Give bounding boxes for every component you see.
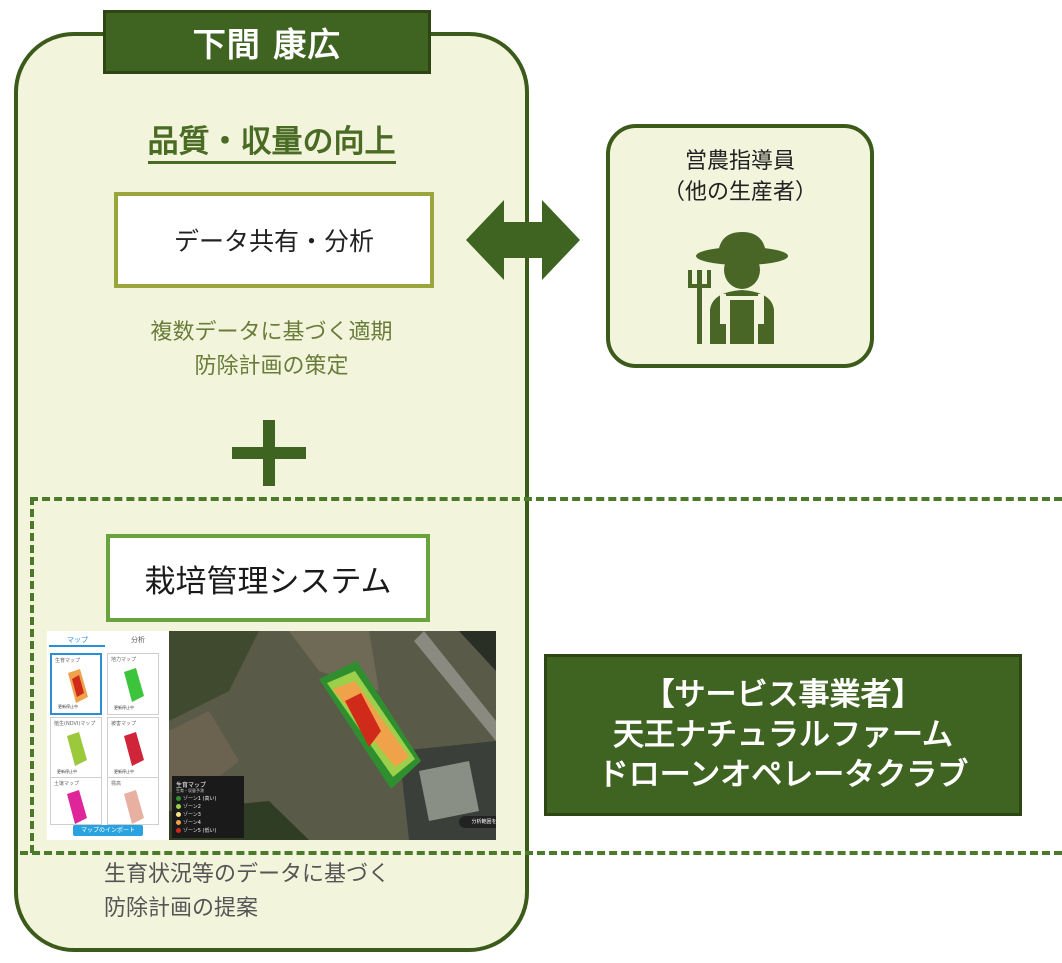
dashed-frame-left (30, 497, 34, 853)
map-card[interactable]: 植生(NDVI)マップ 更新停止中 (50, 717, 102, 779)
pest-plan-2-line1: 生育状況等のデータに基づく (104, 862, 391, 887)
card-status: 更新停止中 (58, 704, 78, 709)
card-label: 被害マップ (111, 721, 137, 727)
advisor-line2: （他の生産者） (662, 180, 817, 205)
service-line1: 【サービス事業者】 (643, 677, 923, 713)
tab-map[interactable]: マップ (67, 636, 88, 644)
legend-label: ゾーン3 (183, 812, 201, 818)
pest-plan-text-2: 生育状況等のデータに基づく 防除計画の提案 (104, 858, 504, 926)
card-label: 植生(NDVI)マップ (54, 721, 96, 727)
map-card[interactable]: 被害マップ 更新停止中 (107, 717, 159, 779)
card-status: 更新停止中 (57, 769, 77, 774)
legend-dot (176, 820, 181, 825)
dashed-frame-top (30, 497, 1062, 501)
card-label: 標高 (111, 781, 122, 787)
tab-underline (49, 645, 105, 647)
service-provider-box: 【サービス事業者】 天王ナチュラルファーム ドローンオペレータクラブ (544, 654, 1022, 816)
advisor-line1: 営農指導員 (684, 149, 795, 174)
service-line3: ドローンオペレータクラブ (597, 757, 969, 793)
map-thumbnail (68, 669, 88, 703)
system-box: 栽培管理システム (106, 534, 430, 622)
legend-label: ゾーン5 (低い) (183, 828, 217, 834)
legend-dot (176, 796, 181, 801)
card-label: 地力マップ (111, 657, 137, 663)
map-legend: 生育マップ 生育・収量予測 ゾーン1 (高い) ゾーン2 ゾーン3 ゾーン4 ゾ… (172, 776, 244, 838)
legend-row: ゾーン4 (176, 819, 201, 826)
map-thumbnail (124, 668, 144, 702)
plus-icon (232, 420, 306, 486)
legend-dot (176, 812, 181, 817)
legend-label: ゾーン1 (高い) (183, 796, 217, 802)
map-card[interactable]: 土壌マップ (50, 777, 102, 825)
pest-plan-2-line2: 防除計画の提案 (104, 896, 259, 921)
card-status: 更新停止中 (114, 705, 134, 710)
name-tab: 下間 康広 (103, 10, 431, 74)
legend-row: ゾーン5 (低い) (176, 827, 216, 834)
legend-dot (176, 804, 181, 809)
quality-title-text: 品質・収量の向上 (147, 124, 396, 164)
screenshot-sidebar: マップ 分析 生育マップ 更新停止中 地力マップ 更新停止中 植生(NDVI)マ… (47, 631, 169, 840)
farmer-icon (688, 232, 788, 344)
set-analysis-area-button[interactable]: 分析範囲を指定 (459, 816, 496, 828)
legend-title: 生育マップ (176, 782, 207, 789)
map-card[interactable]: 標高 (107, 777, 159, 825)
legend-subtitle: 生育・収量予測 (176, 788, 204, 793)
map-thumbnail (124, 790, 144, 824)
legend-label: ゾーン4 (183, 820, 201, 826)
map-thumbnail (67, 790, 87, 824)
legend-row: ゾーン1 (高い) (176, 795, 216, 802)
legend-row: ゾーン3 (176, 811, 201, 818)
pest-plan-1-line1: 複数データに基づく適期 (150, 320, 393, 345)
double-arrow-icon (466, 200, 580, 280)
legend-dot (176, 828, 181, 833)
map-card[interactable]: 生育マップ 更新停止中 (50, 653, 102, 715)
map-thumbnail (67, 732, 87, 766)
card-label: 生育マップ (55, 658, 81, 664)
pest-plan-1-line2: 防除計画の策定 (194, 354, 349, 379)
card-status: 更新停止中 (114, 769, 134, 774)
data-share-box: データ共有・分析 (114, 192, 434, 288)
dashed-frame-bottom (20, 851, 1062, 855)
legend-row: ゾーン2 (176, 803, 201, 810)
tab-analysis[interactable]: 分析 (131, 636, 145, 644)
app-screenshot: マップ 分析 生育マップ 更新停止中 地力マップ 更新停止中 植生(NDVI)マ… (47, 631, 496, 840)
import-map-button[interactable]: マップのインポート (73, 825, 143, 836)
map-card[interactable]: 地力マップ 更新停止中 (107, 653, 159, 715)
card-label: 土壌マップ (54, 781, 80, 787)
quality-title: 品質・収量の向上 (14, 116, 529, 164)
service-line2: 天王ナチュラルファーム (612, 717, 954, 753)
map-thumbnail (124, 732, 144, 766)
pest-plan-text-1: 複数データに基づく適期 防除計画の策定 (14, 316, 529, 384)
legend-label: ゾーン2 (183, 804, 201, 810)
advisor-label: 営農指導員 （他の生産者） (606, 146, 874, 208)
